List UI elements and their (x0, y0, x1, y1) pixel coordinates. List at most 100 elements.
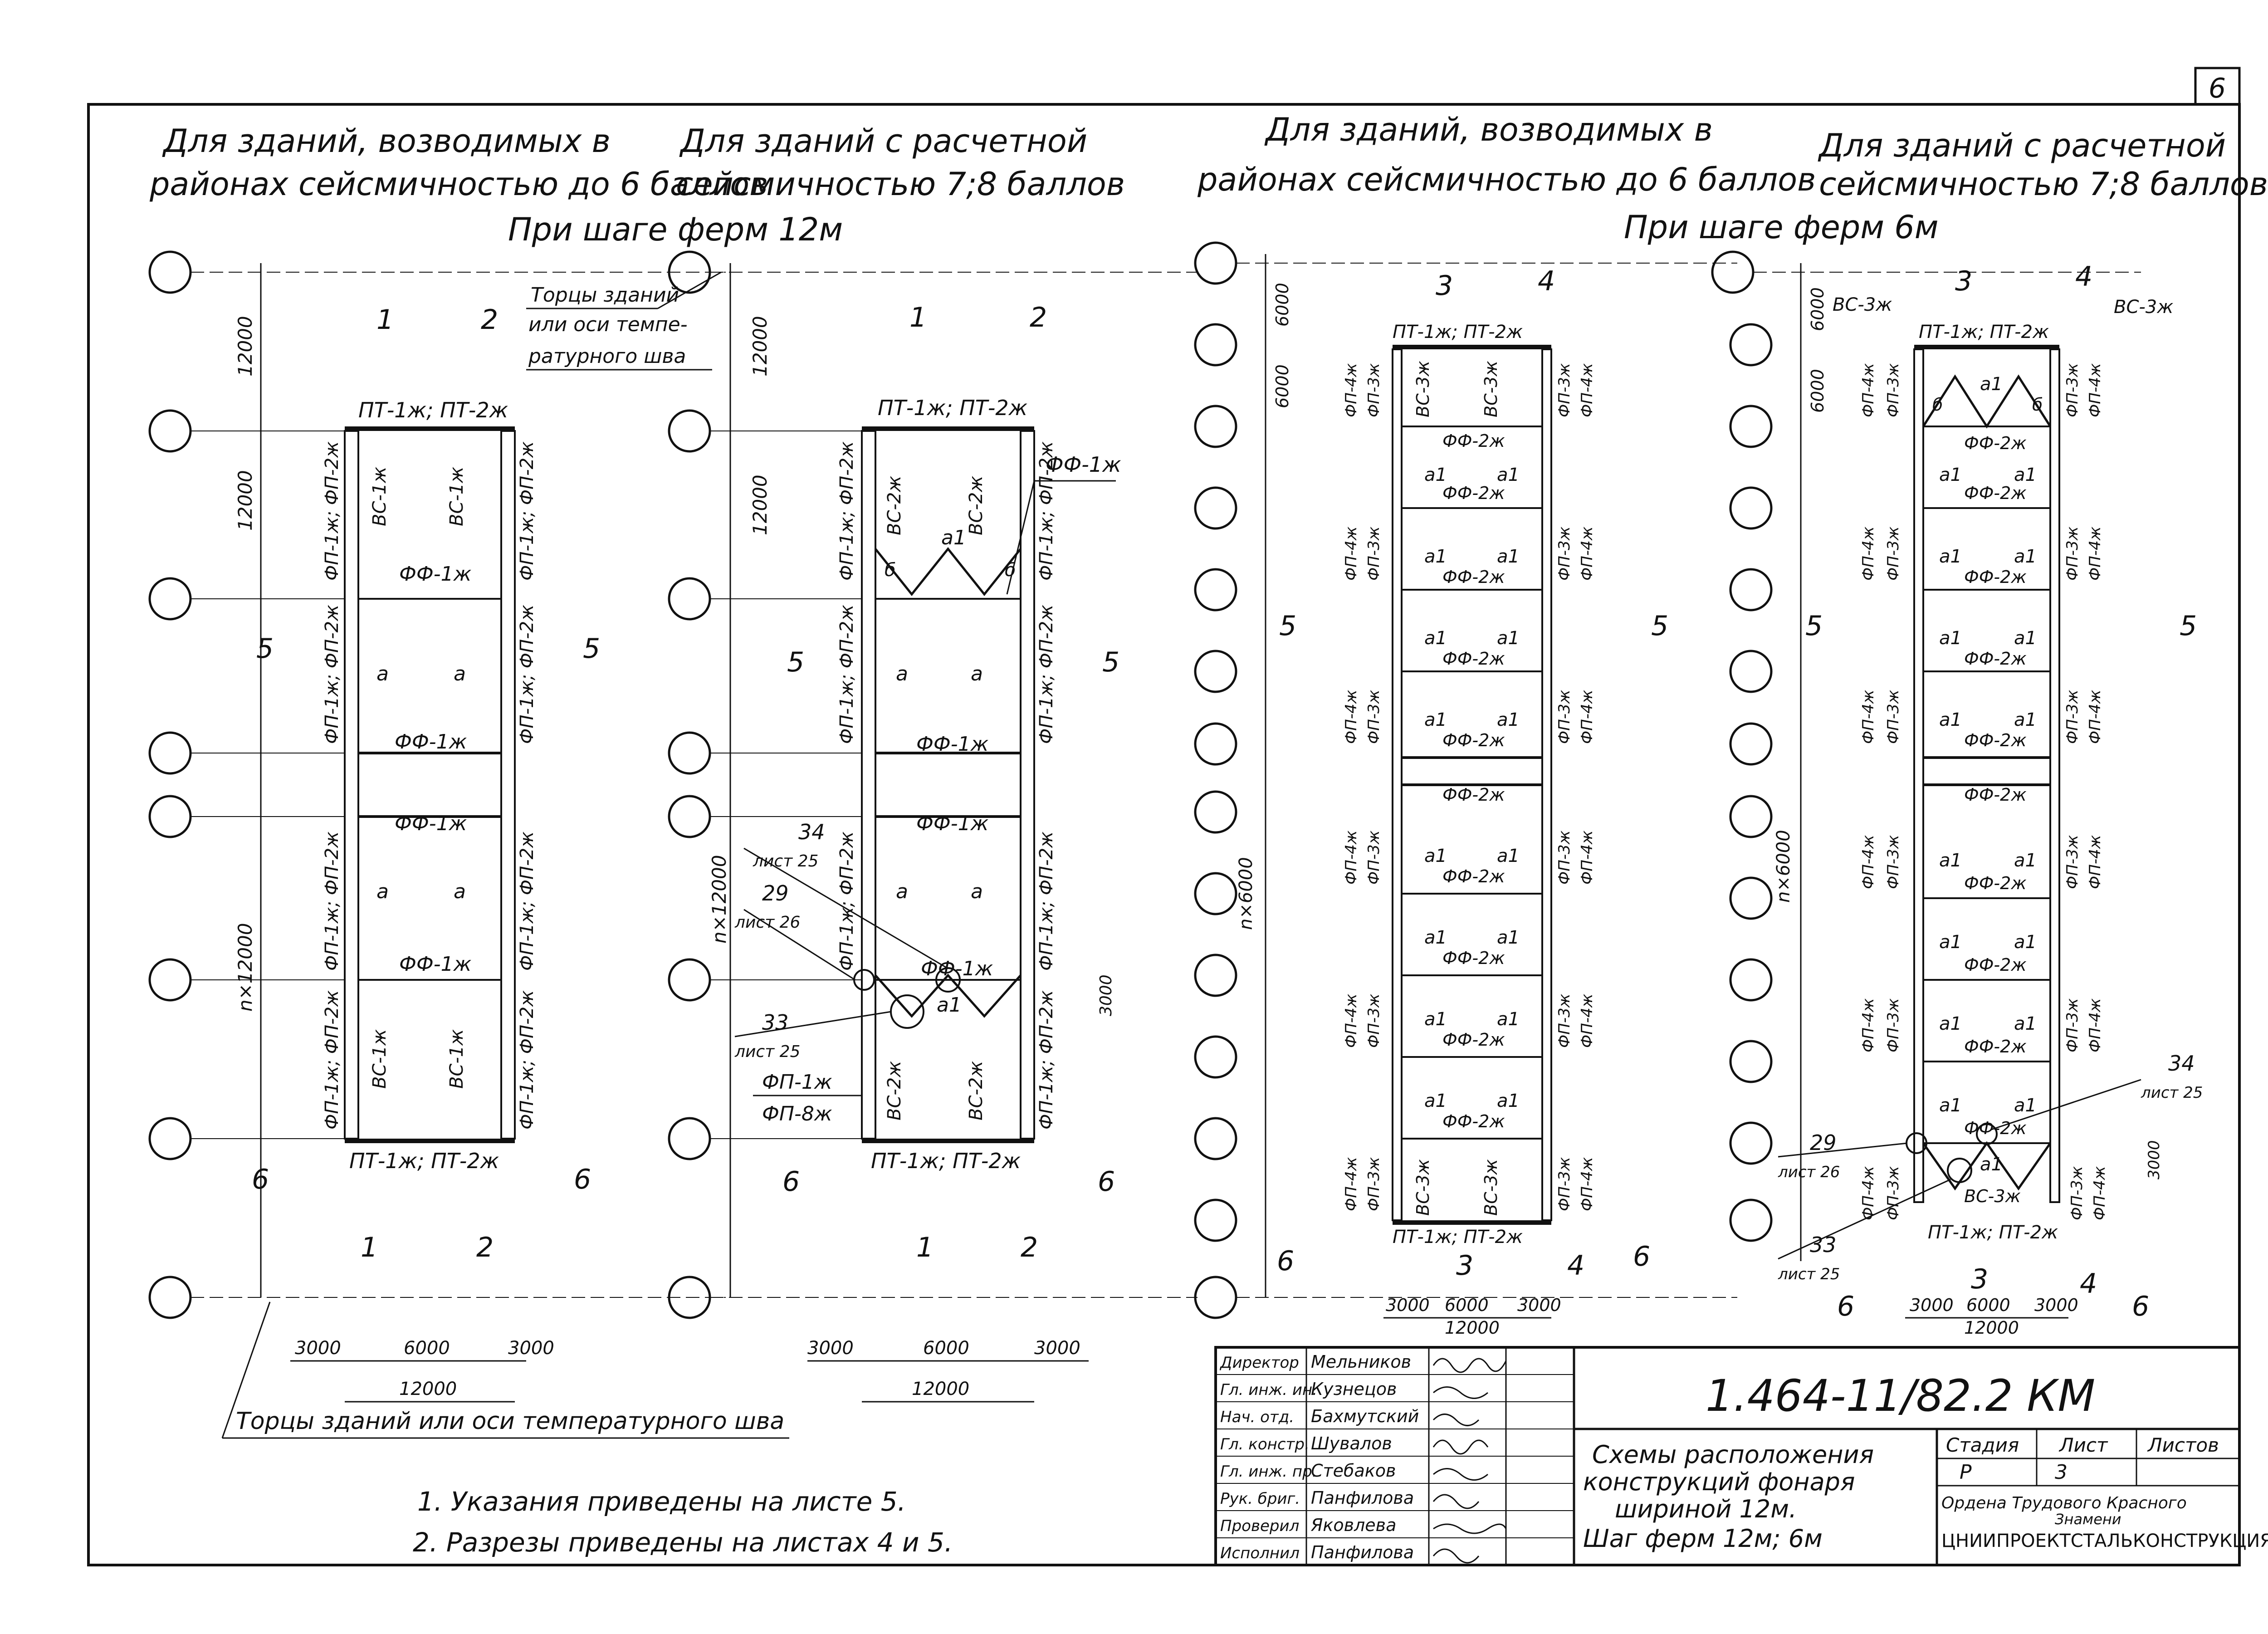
axis-marker (1194, 568, 1237, 612)
axis-marker (668, 731, 711, 775)
label-fp: ФП-4ж (1578, 993, 1596, 1048)
node-number: 33 (1810, 1233, 1837, 1257)
label-ff: ФФ-1ж (916, 733, 989, 756)
header-p4-line2: сейсмичностью 7;8 баллов (1819, 166, 2268, 203)
label-a1: а1 (1939, 1095, 1962, 1116)
axis-marker (1194, 954, 1237, 997)
tb-role: Рук. бриг. (1220, 1490, 1300, 1508)
axis-marker (1194, 722, 1237, 766)
label-a1: а1 (1424, 927, 1447, 948)
sheet-ref: лист 26 (1778, 1163, 1840, 1181)
callout-line: или оси темпе- (528, 313, 688, 336)
label-fp: ФП-3ж (1365, 1157, 1383, 1211)
label-a1: а1 (1497, 927, 1520, 948)
section-mark: 4 (1567, 1250, 1584, 1282)
label-a1: а1 (2014, 1095, 2037, 1116)
section-mark: 5 (2180, 610, 2197, 642)
section-mark: 5 (1651, 610, 1668, 642)
dim-12000: 12000 (912, 1379, 969, 1399)
label-fp: ФП-3ж (1884, 363, 1902, 417)
section-mark: 6 (1277, 1245, 1294, 1277)
axis-marker (1194, 486, 1237, 530)
label-fp: ФП-4ж (2086, 835, 2104, 889)
label-fp: ФП-3ж (1365, 363, 1383, 417)
callout-line: Торцы зданий или оси температурного шва (236, 1408, 784, 1435)
label-vs: ВС-2ж (966, 476, 987, 535)
label-fp: ФП-1ж; ФП-2ж (1036, 441, 1057, 581)
axis-marker (148, 250, 192, 294)
header-step12: При шаге ферм 12м (508, 211, 843, 248)
dim-6000: 6000 (1272, 283, 1292, 327)
sheet-ref: лист 26 (734, 913, 800, 932)
header-p1-line1: Для зданий, возводимых в (162, 122, 611, 160)
label-b: б (1932, 395, 1943, 415)
label-a1: а1 (1497, 546, 1520, 567)
tb-name: Стебаков (1311, 1461, 1396, 1481)
signature-scribble (1433, 1523, 1507, 1534)
label-fp: ФП-3ж (1555, 993, 1574, 1048)
dim-12000: 12000 (749, 475, 771, 535)
label-pt: ПТ-1ж; ПТ-2ж (1919, 322, 2049, 342)
dim-3000: 3000 (1097, 974, 1115, 1016)
label-a1: а1 (1939, 932, 1962, 953)
label-pt: ПТ-1ж; ПТ-2ж (871, 1149, 1021, 1173)
label-a: а (896, 662, 908, 685)
label-a1: а1 (937, 993, 962, 1017)
axis-marker (668, 1117, 711, 1160)
section-mark: 6 (2132, 1291, 2149, 1322)
label-a1: а1 (1424, 846, 1447, 866)
label-fp: ФП-1ж; ФП-2ж (836, 605, 857, 744)
label-ff: ФФ-1ж (1046, 452, 1121, 477)
section-mark: 6 (252, 1164, 269, 1195)
label-fp: ФП-3ж (1884, 835, 1902, 889)
axis-marker (668, 958, 711, 1002)
callout-ends-top: Торцы зданий или оси темпе- ратурного шв… (526, 271, 722, 371)
label-fp: ФП-3ж (1555, 690, 1574, 744)
label-a1: а1 (1424, 1009, 1447, 1030)
label-ff: ФФ-1ж (916, 812, 989, 835)
label-ff: ФФ-1ж (395, 730, 467, 753)
label-a1: а1 (1939, 1013, 1962, 1034)
label-fp: ФП-3ж (2063, 526, 2082, 581)
axis-marker (1729, 323, 1773, 367)
axis-marker (1729, 795, 1773, 838)
axis-marker (148, 1117, 192, 1160)
label-a1: а1 (1497, 846, 1520, 866)
sheet-value: 3 (2055, 1461, 2068, 1484)
tb-name: Панфилова (1311, 1488, 1414, 1508)
label-ff: ФФ-2ж (1442, 948, 1505, 968)
label-vs: ВС-3ж (2114, 297, 2173, 318)
label-a1: а1 (1424, 546, 1447, 567)
label-fp: ФП-3ж (1365, 993, 1383, 1048)
label-a1: а1 (2014, 932, 2037, 953)
tb-role: Исполнил (1220, 1544, 1300, 1562)
callout-ends-bottom: Торцы зданий или оси температурного шва (221, 1301, 789, 1439)
label-ff: ФФ-2ж (1964, 730, 2027, 750)
section-mark: 1 (909, 302, 927, 333)
drawing-title-line: конструкций фонаря (1583, 1468, 1855, 1496)
axis-marker (148, 958, 192, 1002)
label-a1: а1 (2014, 465, 2037, 485)
header-p2-line2: сейсмичностью 7;8 баллов (676, 166, 1125, 203)
label-fp: ФП-4ж (1342, 690, 1360, 744)
label-fp: ФП-4ж (1578, 830, 1596, 885)
label-a: а (454, 880, 466, 903)
label-pt: ПТ-1ж; ПТ-2ж (878, 396, 1028, 420)
label-ff: ФФ-2ж (1964, 483, 2027, 503)
label-vs: ВС-1ж (369, 1029, 390, 1089)
section-mark: 2 (1030, 302, 1047, 333)
label-ff: ФФ-2ж (1442, 1030, 1505, 1050)
label-fp: ФП-3ж (1555, 830, 1574, 885)
label-a: а (896, 880, 908, 903)
label-fp: ФП-4ж (2091, 1166, 2109, 1220)
axis-marker (668, 577, 711, 621)
dim-3000: 3000 (1386, 1295, 1430, 1315)
label-fp: ФП-1ж; ФП-2ж (1036, 832, 1057, 971)
sheets-header: Листов (2147, 1434, 2219, 1456)
label-vs: ВС-1ж (446, 1029, 467, 1089)
axis-marker (1194, 1276, 1237, 1319)
corner-sheet-number: 6 (2209, 73, 2226, 104)
tb-role: Гл. констр. (1220, 1435, 1310, 1453)
label-a1: а1 (1424, 709, 1447, 730)
axis-marker (1194, 323, 1237, 367)
